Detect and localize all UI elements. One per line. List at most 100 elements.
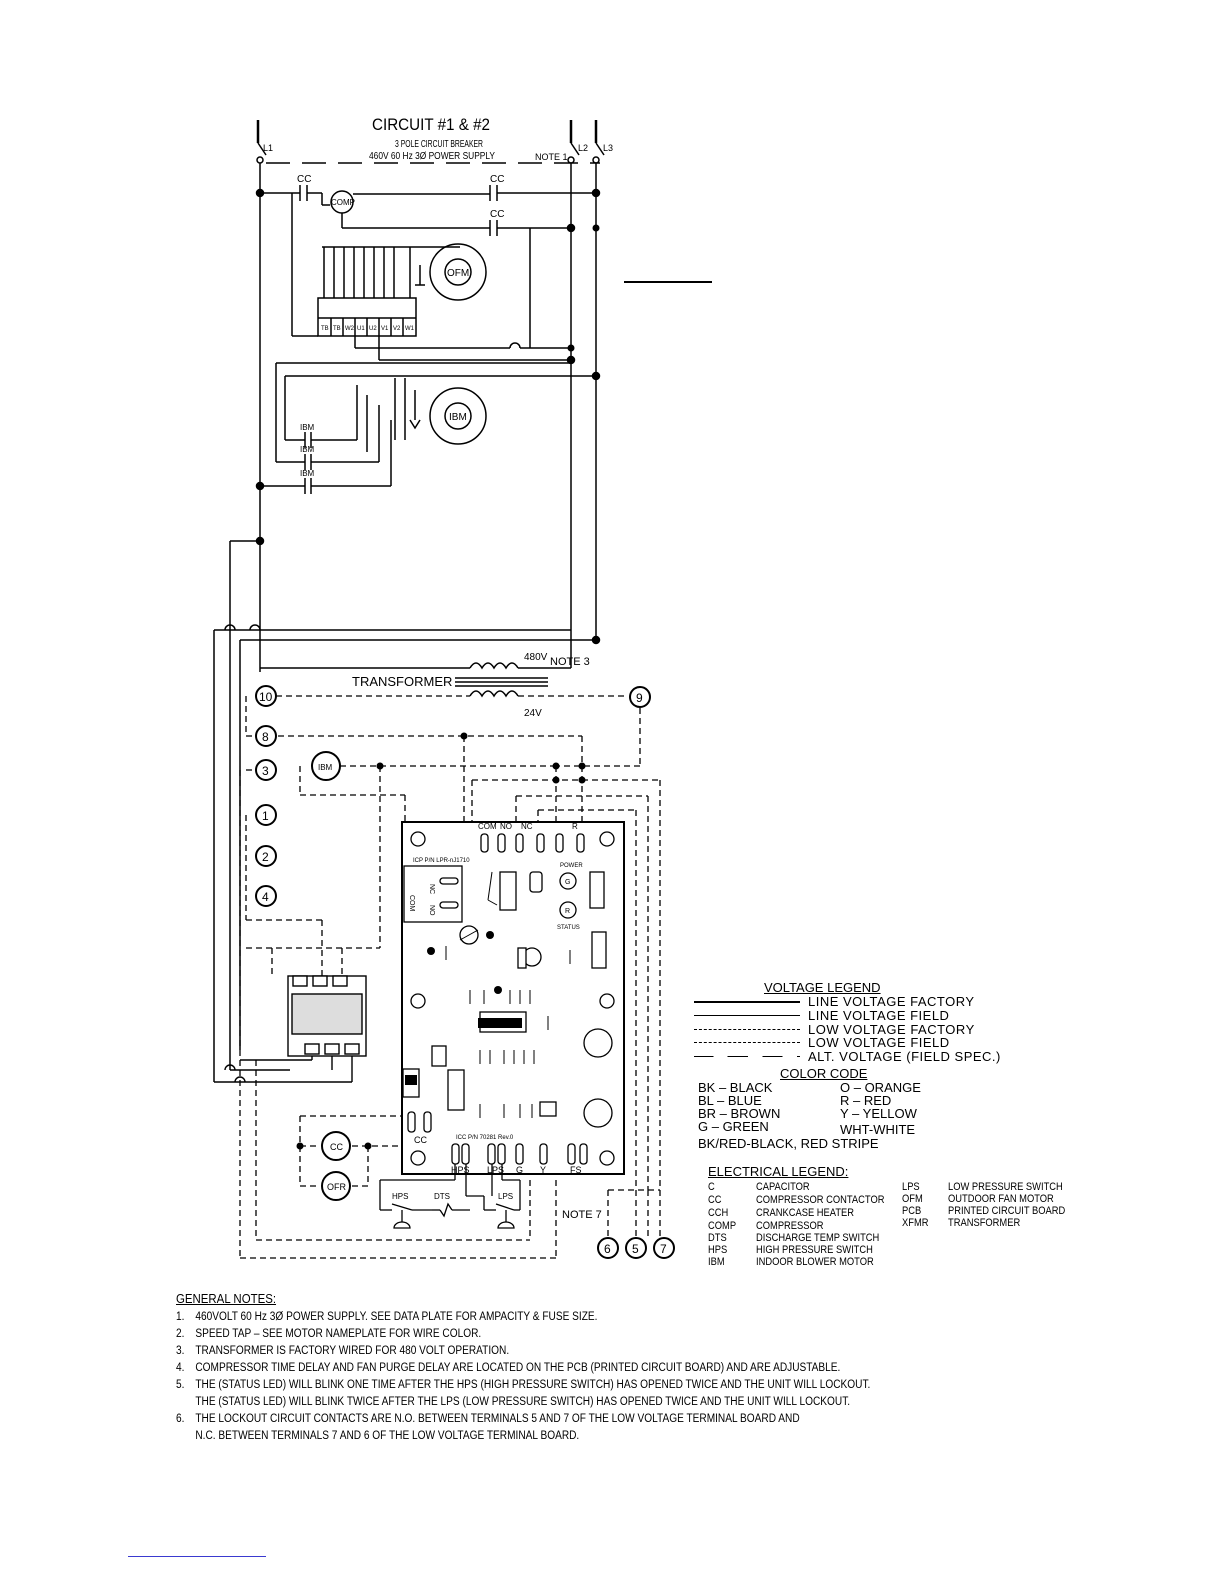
ibm-label: IBM — [449, 412, 467, 423]
note-text: 460VOLT 60 Hz 3Ø POWER SUPPLY. SEE DATA … — [195, 1311, 598, 1323]
general-notes-title: GENERAL NOTES: — [176, 1291, 277, 1306]
note-text: THE LOCKOUT CIRCUIT CONTACTS ARE N.O. BE… — [195, 1413, 800, 1425]
el-desc-cch: CRANKCASE HEATER — [756, 1207, 855, 1219]
color-code-r: R – RED — [840, 1093, 892, 1108]
pcb-led-r: R — [565, 908, 570, 915]
dts-switch-label: DTS — [434, 1192, 450, 1201]
note3-label: NOTE 3 — [550, 656, 590, 668]
ibm-coil-label: IBM — [318, 763, 333, 772]
terminal-6: 6 — [604, 1242, 611, 1256]
ofm-terminal-v2: V2 — [393, 326, 401, 332]
ofm-terminal-tb2: TB — [333, 326, 341, 332]
note-text: THE (STATUS LED) WILL BLINK ONE TIME AFT… — [195, 1379, 871, 1391]
relay-nc: NC — [428, 884, 435, 894]
label-l2: L2 — [578, 143, 588, 153]
note-number: 1. — [176, 1311, 185, 1323]
terminal-2: 2 — [262, 850, 269, 864]
note-number: 2. — [176, 1328, 185, 1340]
color-code-br: BR – BROWN — [698, 1106, 781, 1121]
terminal-3: 3 — [262, 764, 269, 778]
el-desc-comp: COMPRESSOR — [756, 1220, 824, 1232]
el-desc-xfmr: TRANSFORMER — [948, 1217, 1021, 1229]
v480-label: 480V — [524, 652, 548, 663]
terminal-4: 4 — [262, 890, 269, 904]
cc-coil-label: CC — [330, 1142, 343, 1152]
voltage-legend-item-5: ALT. VOLTAGE (FIELD SPEC.) — [808, 1049, 1001, 1064]
cc-label-1: CC — [297, 174, 311, 185]
color-code-wht: WHT-WHITE — [840, 1122, 916, 1137]
ofr-label: OFR — [327, 1182, 346, 1192]
color-code-g: G – GREEN — [698, 1119, 769, 1134]
el-desc-pcb: PRINTED CIRCUIT BOARD — [948, 1205, 1066, 1217]
label-l3: L3 — [603, 143, 613, 153]
pcb-cc-label: CC — [414, 1135, 427, 1145]
pcb-status-label: STATUS — [557, 925, 580, 931]
el-abbr-cch: CCH — [708, 1207, 729, 1219]
note-text: SPEED TAP – SEE MOTOR NAMEPLATE FOR WIRE… — [195, 1328, 482, 1340]
note-number — [176, 1428, 195, 1445]
v24-label: 24V — [524, 708, 542, 719]
comp-label: COMP — [331, 198, 355, 207]
pcb-part-number: ICP P/N LPR-nJ1710 — [413, 858, 470, 864]
el-abbr-comp: COMP — [708, 1220, 737, 1232]
note-row: THE (STATUS LED) WILL BLINK TWICE AFTER … — [176, 1394, 968, 1411]
terminal-7: 7 — [660, 1242, 667, 1256]
terminal-1: 1 — [262, 809, 269, 823]
el-abbr-xfmr: XFMR — [902, 1217, 929, 1229]
pcb-power-label: POWER — [560, 863, 583, 869]
low-voltage-field-line — [694, 1042, 800, 1043]
note-row: 6. THE LOCKOUT CIRCUIT CONTACTS ARE N.O. … — [176, 1411, 968, 1428]
voltage-legend-item-3: LOW VOLTAGE FACTORY — [808, 1022, 975, 1037]
hps-switch-label: HPS — [392, 1192, 408, 1201]
ofm-label: OFM — [447, 268, 469, 279]
ibm-contact-2: IBM — [300, 445, 315, 454]
color-code-o: O – ORANGE — [840, 1080, 921, 1095]
ofm-terminal-w2: W2 — [345, 326, 355, 332]
power-supply-label: 460V 60 Hz 3Ø POWER SUPPLY — [369, 151, 495, 162]
pcb-nc-label: NC — [521, 822, 533, 831]
ofm-terminal-tb1: TB — [321, 326, 329, 332]
el-desc-ibm: INDOOR BLOWER MOTOR — [756, 1256, 874, 1268]
pcb-part-number-2: ICC P/N 70281 Rev.0 — [456, 1135, 514, 1141]
pcb-fs-label: FS — [570, 1165, 582, 1175]
color-code-bl: BL – BLUE — [698, 1093, 762, 1108]
el-desc-ofm: OUTDOOR FAN MOTOR — [948, 1193, 1054, 1205]
pcb-r-label: R — [572, 822, 578, 831]
low-voltage-factory-line — [694, 1029, 800, 1030]
el-desc-cc: COMPRESSOR CONTACTOR — [756, 1194, 885, 1206]
el-desc-dts: DISCHARGE TEMP SWITCH — [756, 1232, 880, 1244]
note-row: N.C. BETWEEN TERMINALS 7 AND 6 OF THE LO… — [176, 1428, 968, 1445]
note-text: THE (STATUS LED) WILL BLINK TWICE AFTER … — [195, 1396, 851, 1408]
terminal-10: 10 — [259, 690, 273, 704]
note-text: N.C. BETWEEN TERMINALS 7 AND 6 OF THE LO… — [195, 1430, 580, 1442]
note7-label: NOTE 7 — [562, 1209, 602, 1221]
ofm-terminal-w1: W1 — [405, 326, 415, 332]
note-text: TRANSFORMER IS FACTORY WIRED FOR 480 VOL… — [195, 1345, 510, 1357]
pcb-no-label: NO — [500, 822, 512, 831]
ofm-terminal-v1: V1 — [381, 326, 389, 332]
voltage-legend-title: VOLTAGE LEGEND — [764, 980, 881, 995]
el-desc-c: CAPACITOR — [756, 1181, 810, 1193]
color-code-y: Y – YELLOW — [840, 1106, 917, 1121]
note-number: 3. — [176, 1345, 185, 1357]
cc-label-3: CC — [490, 209, 504, 220]
pcb-lps-label: LPS — [487, 1165, 504, 1175]
el-abbr-cc: CC — [708, 1194, 722, 1206]
note-number — [176, 1394, 195, 1411]
note-number: 4. — [176, 1362, 185, 1374]
note-row: 1. 460VOLT 60 Hz 3Ø POWER SUPPLY. SEE DAT… — [176, 1309, 968, 1326]
note-row: 4.COMPRESSOR TIME DELAY AND FAN PURGE DE… — [176, 1360, 968, 1377]
lps-switch-label: LPS — [498, 1192, 513, 1201]
line-voltage-field-line — [694, 1015, 800, 1016]
note-number: 6. — [176, 1413, 185, 1425]
relay-com: COM — [408, 895, 415, 912]
pcb-hps-label: HPS — [451, 1165, 470, 1175]
note1-label: NOTE 1 — [535, 152, 568, 162]
voltage-legend-item-2: LINE VOLTAGE FIELD — [808, 1008, 950, 1023]
note-number: 5. — [176, 1379, 185, 1391]
footer-divider — [128, 1556, 266, 1557]
pcb-g-label: G — [516, 1165, 523, 1175]
label-l1: L1 — [263, 143, 273, 153]
electrical-legend-title: ELECTRICAL LEGEND: — [708, 1164, 849, 1179]
